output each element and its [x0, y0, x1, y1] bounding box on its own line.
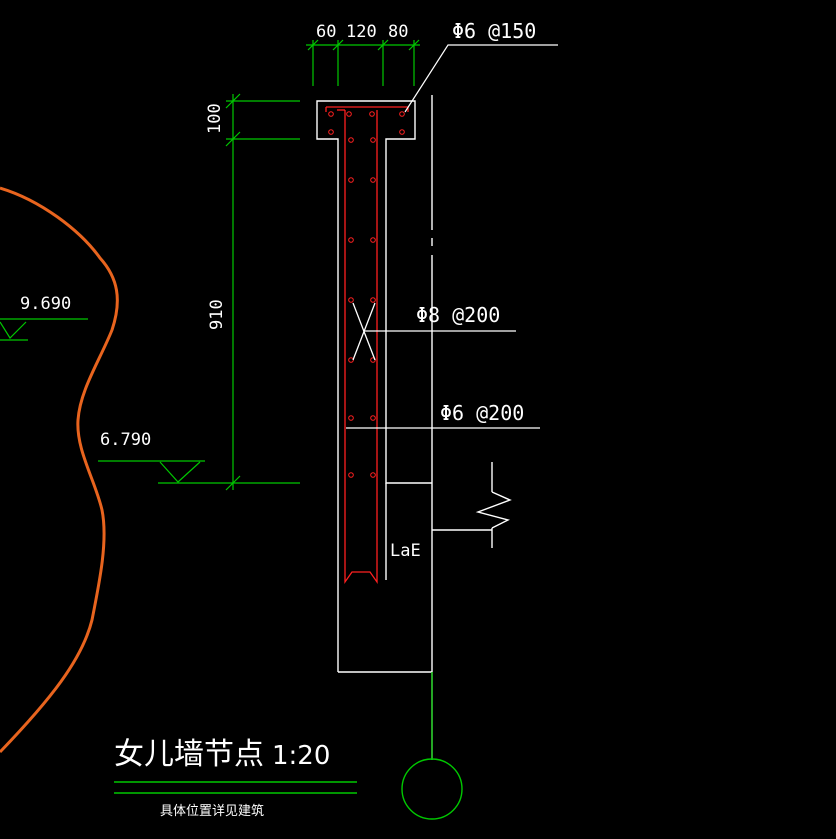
rebar-stirrup-label: Φ8 @200: [416, 303, 500, 327]
axis-bubble: [401, 758, 463, 820]
rebar-cage: [325, 106, 409, 585]
top-dimension: [306, 39, 420, 86]
rebar-lower-label: Φ6 @200: [440, 401, 524, 425]
dim-top-120: 120: [346, 22, 377, 42]
leader-cap: [404, 44, 558, 113]
detail-scale: 1:20: [272, 741, 330, 771]
vertical-dimension: [225, 93, 300, 491]
elevation-marker-upper: 9.690: [0, 294, 88, 341]
anchorage-label: LaE: [390, 541, 421, 561]
elevation-marker-lower: 6.790: [98, 430, 300, 484]
detail-subtitle: 具体位置详见建筑: [160, 803, 264, 819]
dim-top-80: 80: [388, 22, 408, 42]
dim-cap-height: 100: [205, 103, 225, 134]
rebar-dots: [328, 111, 405, 478]
dim-wall-height: 910: [207, 299, 227, 330]
break-line: [432, 462, 512, 548]
elevation-upper-label: 9.690: [20, 294, 71, 314]
elevation-lower-label: 6.790: [100, 430, 151, 450]
rebar-cap-label: Φ6 @150: [452, 19, 536, 43]
revision-cloud: [0, 186, 119, 754]
detail-title: 女儿墙节点: [114, 737, 264, 772]
dim-top-60: 60: [316, 22, 336, 42]
